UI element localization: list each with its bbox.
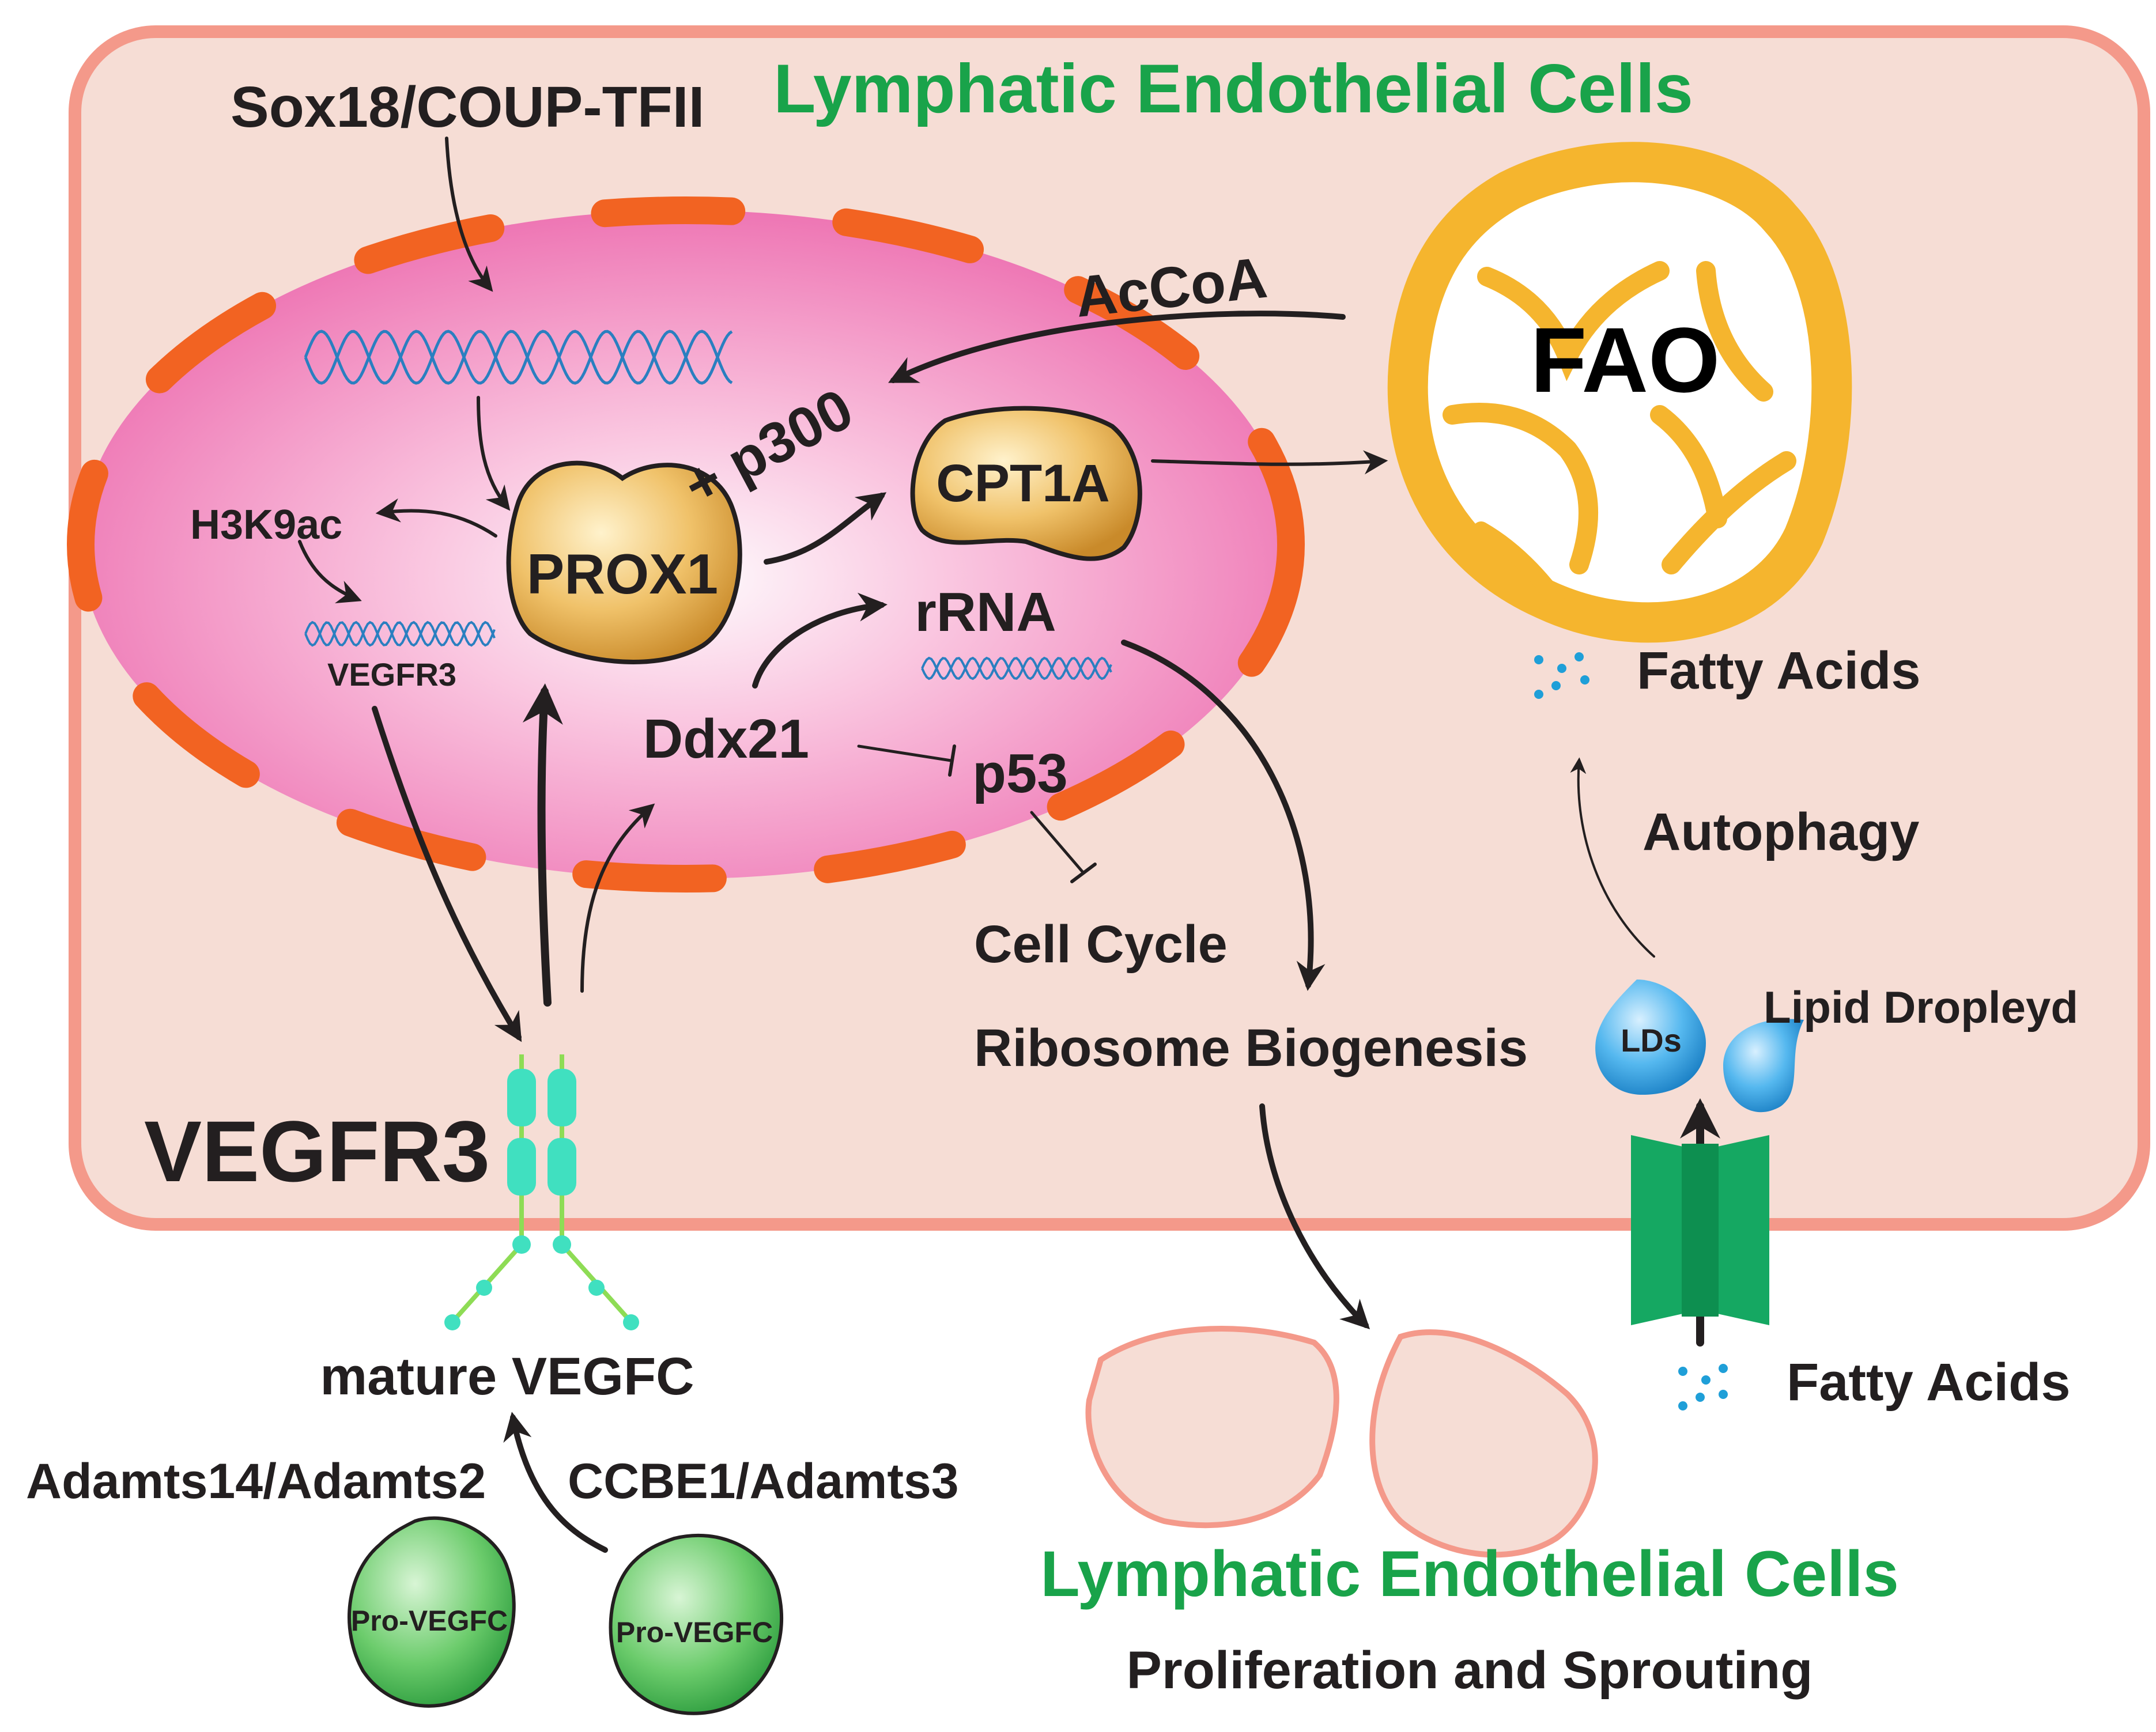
pro-vegfc-label-1: Pro-VEGFC <box>351 1605 508 1637</box>
adamts14-label: Adamts14/Adamts2 <box>26 1454 486 1509</box>
vegfr3-gene-label: VEGFR3 <box>327 656 456 693</box>
cell-cycle-label: Cell Cycle <box>974 915 1228 974</box>
prox1-protein <box>506 460 742 664</box>
sox18-label: Sox18/COUP-TFII <box>231 75 704 139</box>
lds-label: LDs <box>1621 1022 1682 1058</box>
cpt1a-protein <box>910 406 1142 561</box>
fatty-acid-dots-outside <box>1678 1364 1728 1410</box>
arrow-h3k9ac-to-vegfr3 <box>298 540 362 604</box>
cell-title-top: Lymphatic Endothelial Cells <box>773 50 1693 127</box>
mitochondrion <box>1387 142 1852 643</box>
arrow-ddx21-to-rrna <box>752 592 888 689</box>
fatty-acids-outside-label: Fatty Acids <box>1787 1353 2070 1412</box>
daughter-cell-1 <box>1085 1326 1339 1529</box>
arrow-sox18-to-dna <box>445 137 493 292</box>
proliferation-label: Proliferation and Sprouting <box>1127 1641 1813 1700</box>
inhibitions <box>857 744 1097 883</box>
lipid-droplet-lds <box>1595 980 1706 1095</box>
dna-helix-rrna <box>921 656 1112 680</box>
ccbe1-label: CCBE1/Adamts3 <box>568 1454 959 1509</box>
arrow-accoa <box>888 311 1346 383</box>
ddx21-label: Ddx21 <box>643 708 809 770</box>
inhibit-p53-cellcycle <box>1030 811 1085 875</box>
dna-helix-top <box>304 330 733 385</box>
lipid-droplet-label: Lipid Dropleyd <box>1764 982 2078 1033</box>
inhibit-ddx21-p53 <box>857 744 953 762</box>
arrow-receptor-to-ddx21 <box>580 803 655 993</box>
arrow-cpt1a-to-fao <box>1151 450 1388 475</box>
rrna-label: rRNA <box>915 581 1056 643</box>
daughter-cell-2 <box>1369 1329 1598 1558</box>
pro-vegfc-label-2: Pro-VEGFC <box>616 1616 773 1648</box>
cell-title-bottom: Lymphatic Endothelial Cells <box>1040 1538 1898 1610</box>
arrow-rrna-to-ribosome <box>1121 640 1326 991</box>
p53-label: p53 <box>972 743 1067 804</box>
arrow-autophagy <box>1570 757 1655 958</box>
arrow-prox1-to-h3k9ac <box>375 498 497 538</box>
ribosome-biogenesis-label: Ribosome Biogenesis <box>974 1019 1528 1077</box>
vegfr3-receptor-label: VEGFR3 <box>144 1103 490 1200</box>
arrow-prox1-to-cpt1a <box>764 492 887 565</box>
mature-vegfc-label: mature VEGFC <box>320 1347 694 1406</box>
pro-vegfc-blob-1 <box>348 1516 516 1708</box>
inhibit-p53-cellcycle-bar <box>1070 863 1097 883</box>
vegfr3-receptor <box>444 1054 639 1330</box>
arrow-vegfr3gene-to-receptor <box>372 706 522 1042</box>
h3k9ac-label: H3K9ac <box>190 502 342 548</box>
arrow-cleavage <box>503 1412 608 1553</box>
cpt1a-label: CPT1A <box>936 454 1110 513</box>
fatty-acids-inside-label: Fatty Acids <box>1637 641 1920 700</box>
prox1-label: PROX1 <box>527 542 718 606</box>
pro-vegfc-blob-2 <box>609 1533 784 1715</box>
nuclear-envelope <box>67 196 1305 893</box>
fatty-acid-transporter <box>1631 1135 1769 1325</box>
dna-helix-vegfr3 <box>304 621 496 647</box>
arrow-ribosome-to-proliferation <box>1259 1103 1370 1330</box>
fao-label: FAO <box>1531 308 1720 411</box>
inhibit-ddx21-p53-bar <box>948 744 956 777</box>
arrow-receptor-to-prox1 <box>522 683 563 1007</box>
fatty-acid-dots-inside <box>1534 652 1589 699</box>
lipid-droplet <box>1723 1019 1804 1113</box>
autophagy-label: Autophagy <box>1643 803 1919 861</box>
arrow-dna-to-prox1 <box>477 396 511 511</box>
